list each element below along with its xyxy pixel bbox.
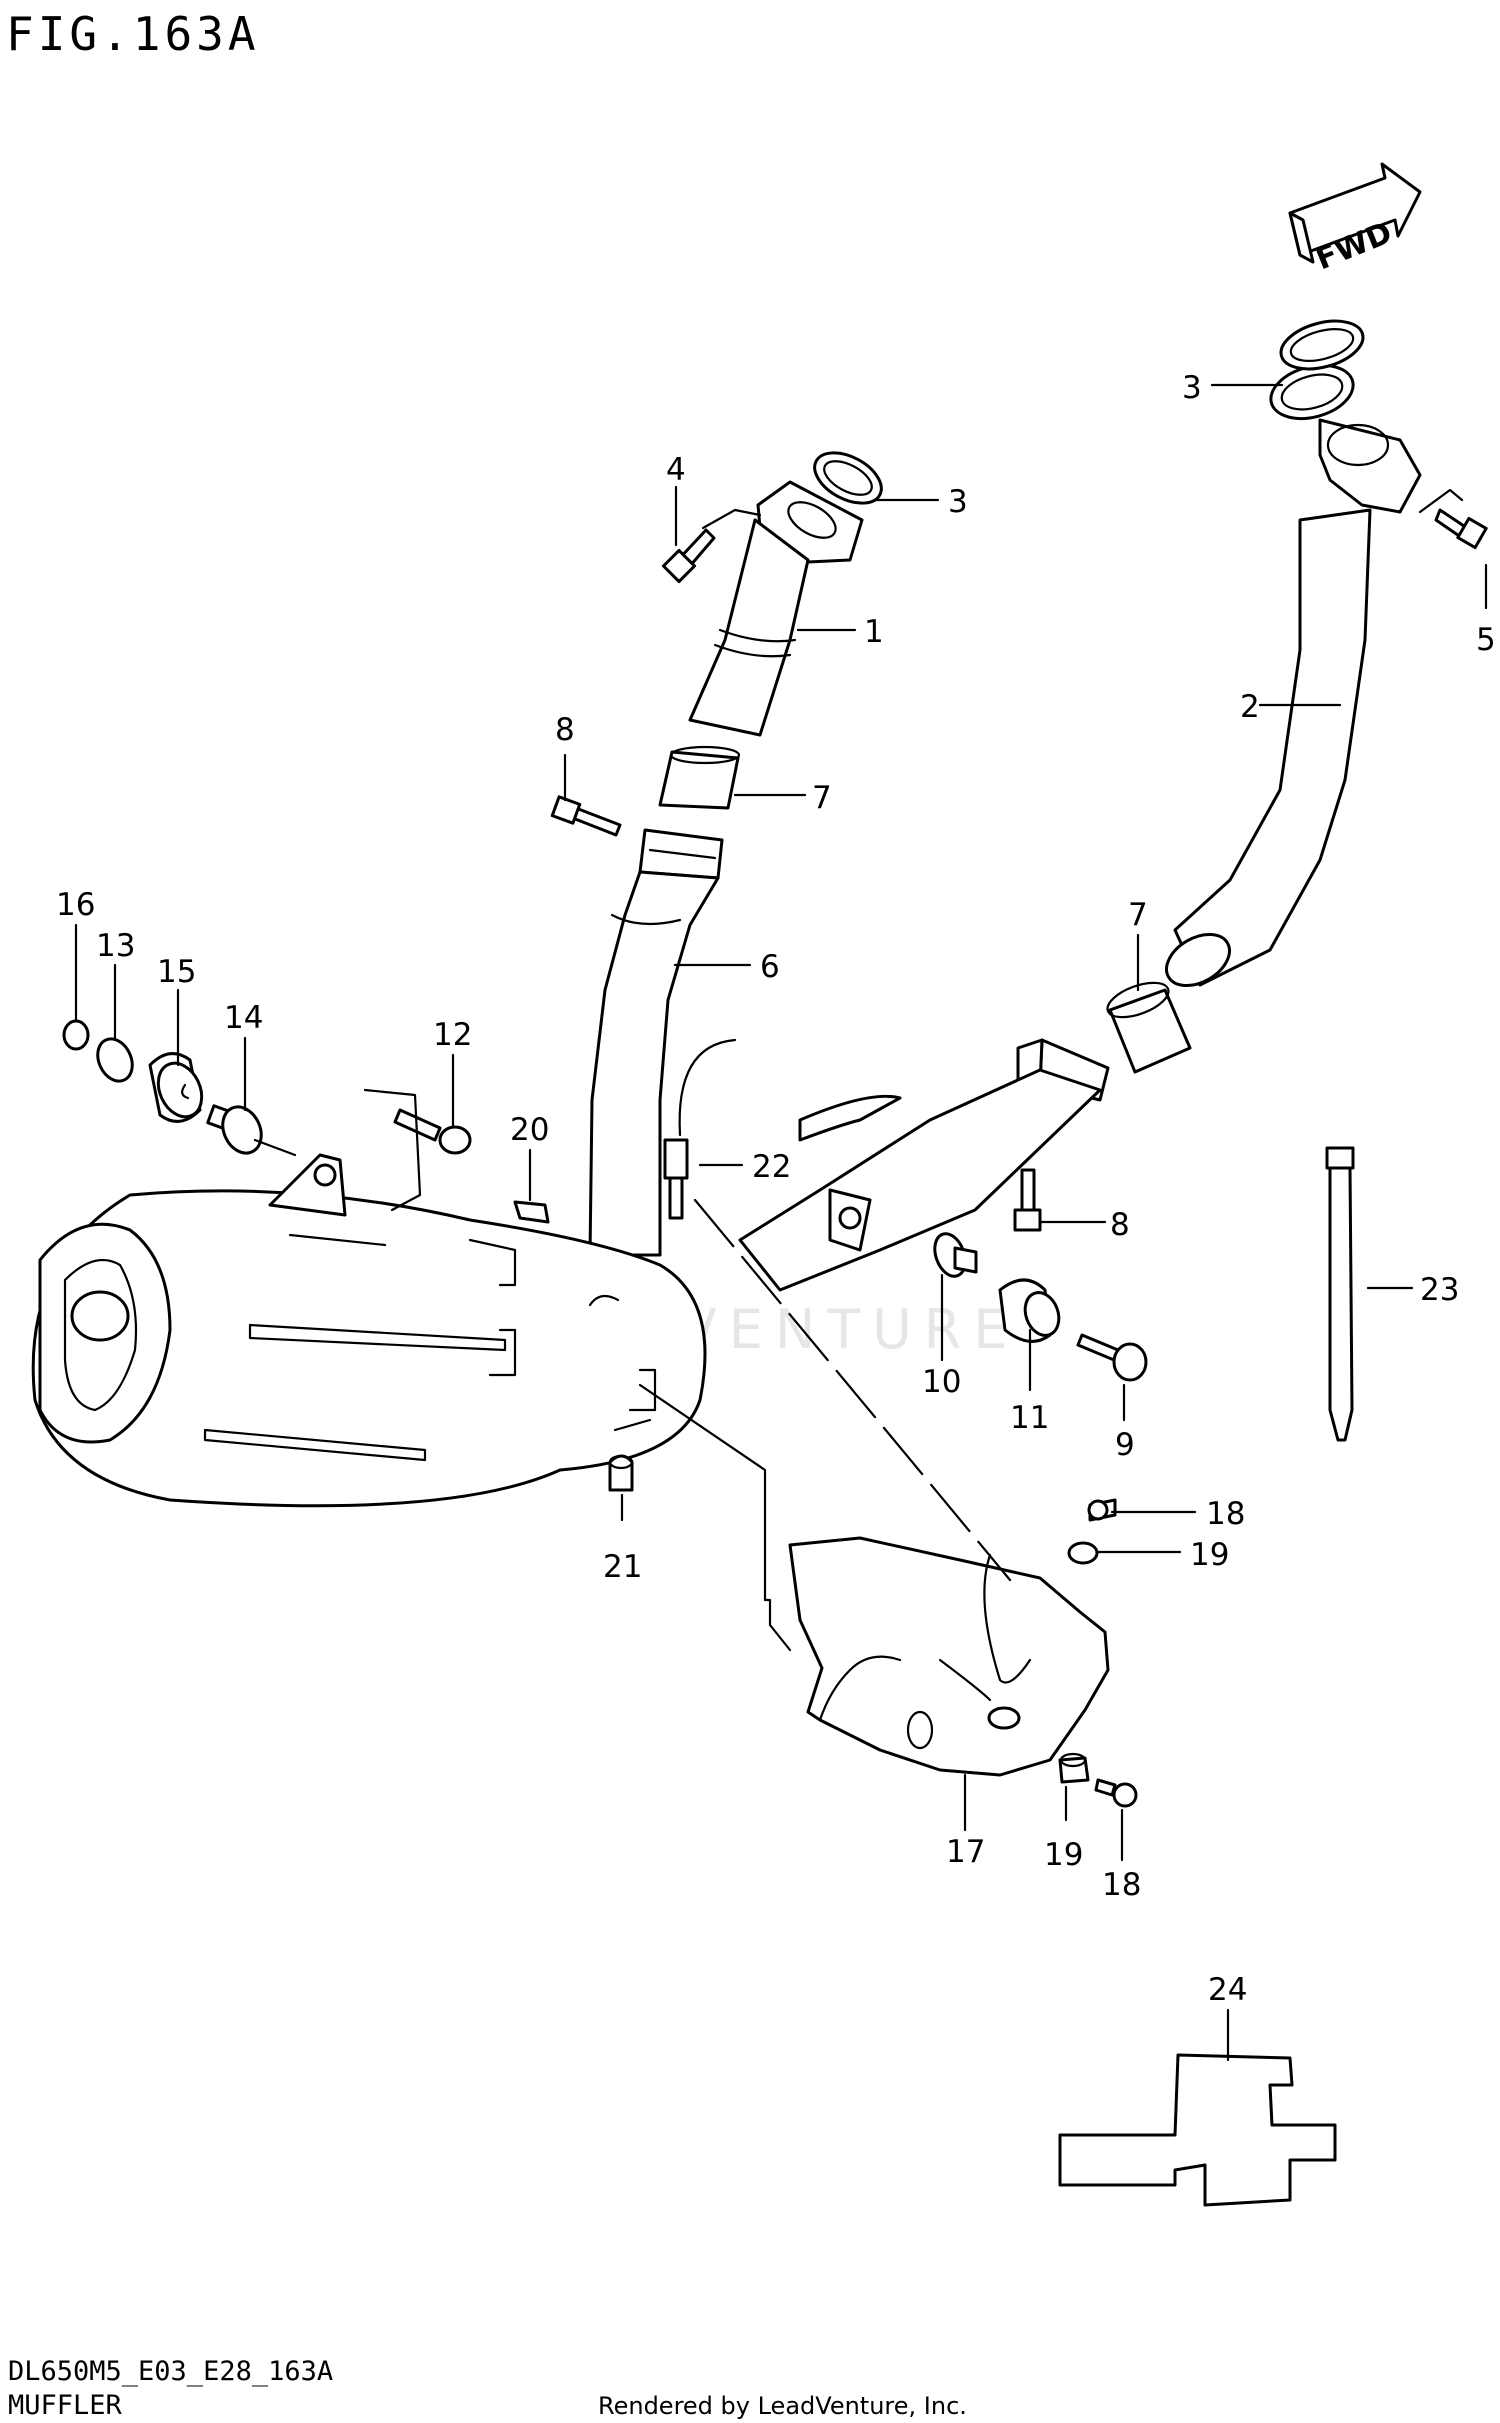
bolt-part-12 (393, 1108, 472, 1155)
muffler-body (31, 1153, 707, 1508)
callout-7-left: 7 (812, 780, 832, 816)
callout-5: 5 (1476, 622, 1496, 658)
sleeve-part-7-right (1106, 981, 1192, 1074)
bolt-part-5 (1434, 508, 1488, 550)
collar-part-14 (206, 1104, 263, 1155)
nut-part-19-lower (1058, 1752, 1090, 1784)
damper-part-15 (148, 1052, 204, 1123)
figure-title: FIG.163A (6, 7, 260, 61)
clip-part-20 (513, 1200, 550, 1224)
callout-17: 17 (946, 1834, 985, 1870)
label-part-24 (1058, 2053, 1337, 2207)
callout-8-upper: 8 (555, 712, 575, 748)
callout-20: 20 (510, 1112, 549, 1148)
callout-22: 22 (752, 1149, 791, 1185)
section-name: MUFFLER (8, 2390, 123, 2421)
bolt-part-18-lower (1094, 1778, 1138, 1808)
callout-9: 9 (1115, 1427, 1135, 1463)
bolt-part-9 (1076, 1333, 1148, 1382)
crossover-pipe (738, 1038, 1110, 1292)
callout-18-upper: 18 (1206, 1496, 1245, 1532)
callout-15: 15 (157, 954, 196, 990)
nut-part-19-upper (1067, 1541, 1099, 1565)
callout-11: 11 (1010, 1400, 1049, 1436)
bolt-4-leader (701, 508, 762, 530)
callout-3-right: 3 (1182, 370, 1202, 406)
callout-6: 6 (760, 949, 780, 985)
callout-labels: 3 3 4 5 1 2 8 7 6 7 16 13 15 14 12 20 22… (56, 370, 1496, 2008)
callout-19-lower: 19 (1044, 1837, 1083, 1873)
bolt-part-8-lower (1013, 1168, 1042, 1232)
callout-21: 21 (603, 1549, 642, 1585)
callout-10: 10 (922, 1364, 961, 1400)
callout-18-lower: 18 (1102, 1867, 1141, 1903)
sensor-part-22 (663, 1038, 737, 1220)
fwd-arrow-icon: FWD (1288, 162, 1422, 277)
link-line-shield (638, 1383, 792, 1652)
exhaust-pipe-part-1 (688, 480, 864, 737)
model-code: DL650M5_E03_E28_163A (8, 2356, 333, 2387)
callout-16: 16 (56, 887, 95, 923)
gasket-part-3-left (813, 451, 883, 505)
callout-8-lower: 8 (1110, 1207, 1130, 1243)
link-line-bracket (363, 1088, 422, 1212)
callout-2: 2 (1240, 689, 1260, 725)
bolt-part-4 (661, 528, 716, 584)
leader-lines (74, 383, 1488, 2062)
callout-12: 12 (433, 1017, 472, 1053)
callout-14: 14 (224, 1000, 263, 1036)
bolt-part-8-upper (550, 795, 622, 837)
gasket-part-3-right (1279, 319, 1365, 371)
callout-3-left: 3 (948, 484, 968, 520)
cable-tie-part-23 (1325, 1146, 1355, 1442)
callout-7-right: 7 (1128, 897, 1148, 933)
washer-part-13 (96, 1037, 134, 1083)
link-line-sensor (693, 1198, 1012, 1582)
bolt-5-leader (1418, 488, 1464, 514)
callout-4: 4 (666, 452, 686, 488)
heat-shield-part-17 (788, 1536, 1110, 1777)
damper-part-11 (998, 1278, 1061, 1343)
callout-1: 1 (864, 614, 884, 650)
collar-part-10 (933, 1232, 978, 1278)
mid-pipe-part-6 (588, 828, 724, 1257)
callout-24: 24 (1208, 1972, 1247, 2008)
exhaust-pipe-part-2 (1165, 364, 1422, 988)
rendered-by-credit: Rendered by LeadVenture, Inc. (598, 2392, 967, 2420)
link-line-collar (253, 1138, 297, 1157)
nut-part-21 (608, 1454, 634, 1492)
nut-part-16 (62, 1019, 90, 1051)
sleeve-part-7-left (658, 745, 741, 810)
callout-23: 23 (1420, 1272, 1459, 1308)
callout-13: 13 (96, 928, 135, 964)
bolt-part-18-upper (1087, 1498, 1117, 1522)
callout-19-upper: 19 (1190, 1537, 1229, 1573)
